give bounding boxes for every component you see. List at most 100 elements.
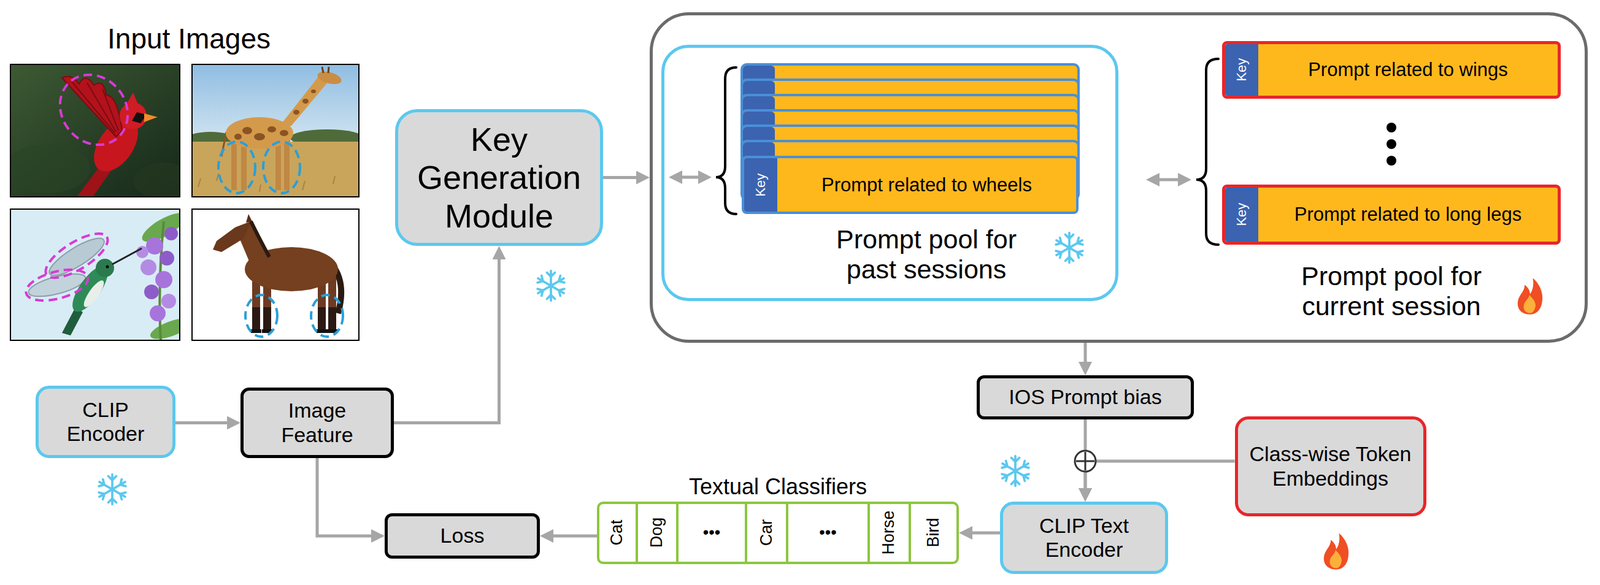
frozen-icon: [536, 271, 567, 302]
key-tab: Key: [1225, 44, 1259, 96]
horse-photo: [212, 221, 251, 253]
box-label: Key Generation Module: [410, 120, 589, 235]
hummingbird-photo: [80, 277, 108, 310]
horse-photo: [328, 307, 337, 331]
giraffe-photo: [293, 109, 300, 115]
classifier-cell: •••: [788, 504, 870, 562]
ellipsis-dots: [1386, 155, 1397, 166]
box-label: Prompt related to long legs: [1294, 203, 1523, 226]
classifier-cell: •••: [678, 504, 748, 562]
frozen-icon: [1000, 456, 1031, 487]
key-tab: Key: [744, 158, 778, 212]
frozen-icon: [97, 474, 128, 505]
flow-arrow: [1085, 461, 1235, 497]
prompt-box: Prompt related to wheels Key: [741, 155, 1079, 215]
hummingbird-photo: [136, 246, 149, 259]
cardinal-photo: [144, 113, 158, 123]
loss-box: Loss: [384, 513, 540, 559]
flow-arrow: [544, 534, 597, 539]
embedding-box: Class-wise Token Embeddings: [1234, 416, 1427, 517]
box-label: Prompt pool for past sessions: [822, 224, 1031, 286]
class-label: •••: [703, 523, 721, 543]
giraffe-photo: [279, 130, 289, 137]
ellipsis-dots: [1386, 139, 1397, 150]
hummingbird-photo: [39, 225, 115, 287]
hummingbird-photo: [161, 293, 177, 309]
giraffe-photo: [234, 133, 242, 140]
horse-photo: [192, 209, 359, 341]
hummingbird-photo: [61, 307, 83, 336]
classifier-cell: Cat: [599, 504, 639, 562]
giraffe-photo: [267, 126, 277, 133]
encoder-box: CLIP Text Encoder: [1000, 501, 1169, 575]
flow-arrow: [603, 176, 645, 180]
class-label: Horse: [879, 511, 899, 556]
module-box: Key Generation Module: [395, 109, 604, 247]
classifier-bar: Textual ClassifiersCatDog•••Car•••HorseB…: [596, 501, 959, 565]
giraffe-photo: [302, 98, 309, 104]
sum-symbol: [1074, 450, 1096, 472]
horse-photo: [252, 307, 261, 331]
trainable-icon: [1517, 277, 1543, 315]
cardinal-photo: [10, 144, 91, 194]
hummingbird-photo: [146, 237, 164, 255]
prompt-pool-frame: Prompt pool for current session Prompt po…: [649, 12, 1588, 343]
prompt-box: Prompt related to long legs Key: [1222, 184, 1561, 245]
horse-photo: [263, 307, 272, 331]
key-tab: Key: [1225, 187, 1259, 242]
box-label: CLIP Encoder: [53, 398, 158, 447]
cardinal-photo: [4, 61, 195, 217]
giraffe-photo: [284, 138, 290, 191]
cardinal-photo: [10, 64, 180, 197]
hummingbird-photo: [106, 265, 110, 269]
flow-arrow: [963, 531, 1000, 535]
classifier-cell: Bird: [911, 504, 957, 562]
cardinal-photo: [71, 81, 119, 134]
sum-symbol: [1074, 450, 1096, 472]
giraffe-photo: [192, 64, 359, 197]
double-arrow: [673, 176, 707, 180]
box-label: Prompt related to wheels: [821, 174, 1032, 197]
key-label: Key: [1233, 203, 1250, 227]
box-label: Prompt related to wings: [1307, 58, 1508, 81]
key-label: Key: [1233, 58, 1250, 82]
giraffe-photo: [315, 69, 343, 87]
horse-photo: [328, 276, 337, 331]
curly-bracket: [1196, 58, 1219, 245]
hummingbird-photo: [159, 250, 175, 266]
horse-photo: [317, 307, 326, 331]
class-label: Cat: [607, 520, 627, 547]
hummingbird-photo: [22, 263, 92, 307]
bias-box: IOS Prompt bias: [976, 375, 1194, 420]
prompt-box: Prompt related to wings Key: [1222, 41, 1561, 99]
flow-arrow: [393, 250, 500, 424]
giraffe-photo: [277, 76, 329, 129]
giraffe-photo: [231, 138, 237, 191]
trainable-icon: [1323, 533, 1349, 570]
box-label: CLIP Text Encoder: [1025, 514, 1143, 562]
hummingbird-photo: [164, 226, 178, 241]
hummingbird-photo: [10, 209, 180, 341]
horse-photo: [250, 329, 262, 334]
class-label: Car: [757, 519, 777, 547]
hummingbird-photo: [10, 207, 195, 344]
giraffe-photo: [218, 141, 256, 194]
double-arrow: [1150, 178, 1187, 182]
box-label: Loss: [440, 523, 485, 548]
box-label: IOS Prompt bias: [1008, 385, 1162, 410]
cardinal-photo: [133, 162, 180, 197]
frozen-icon: [1054, 233, 1085, 264]
horse-photo: [311, 295, 343, 337]
box-label: Prompt pool for current session: [1287, 261, 1496, 323]
giraffe-photo: [185, 64, 364, 197]
box-label: Image Feature: [258, 398, 376, 447]
box-label: Class-wise Token Embeddings: [1247, 442, 1414, 491]
encoder-box: CLIP Encoder: [35, 385, 176, 459]
classifier-cell: Horse: [869, 504, 912, 562]
horse-photo: [245, 295, 278, 337]
curly-bracket: [715, 58, 1219, 245]
giraffe-photo: [242, 126, 253, 135]
cardinal-photo: [10, 64, 180, 197]
horse-photo: [316, 329, 327, 334]
